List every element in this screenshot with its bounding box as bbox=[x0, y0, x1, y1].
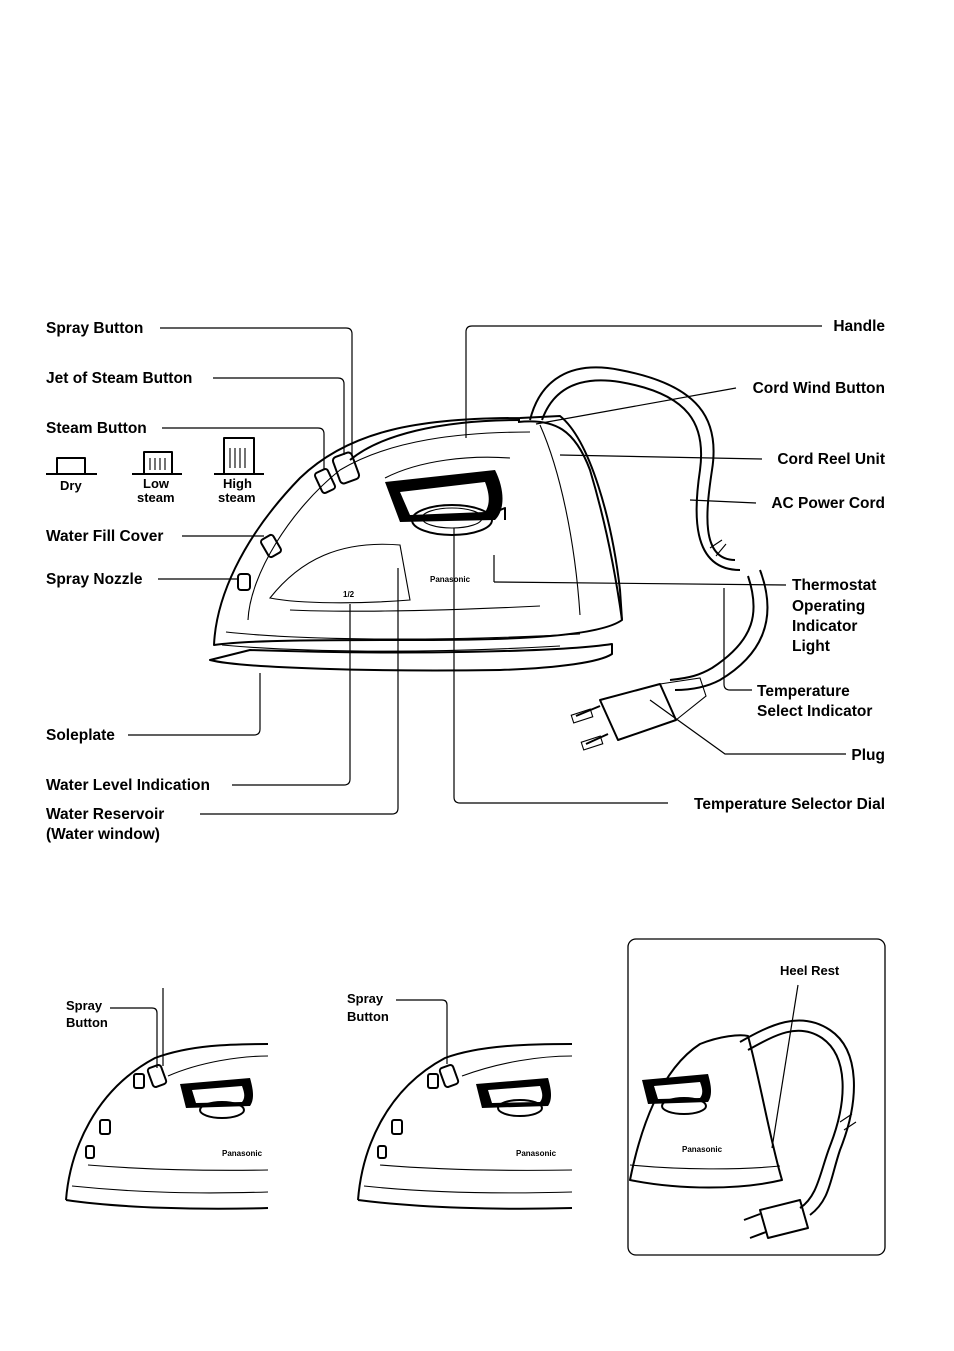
high-steam-label-1: High bbox=[223, 476, 252, 491]
variant-middle-spray-label-1: Spray bbox=[347, 991, 384, 1006]
steam-button-label: Steam Button bbox=[46, 420, 147, 437]
cord-reel-unit-label: Cord Reel Unit bbox=[777, 451, 885, 468]
steam-mode-icons bbox=[46, 437, 264, 475]
dry-label: Dry bbox=[60, 478, 82, 493]
ac-power-cord-label: AC Power Cord bbox=[771, 495, 885, 512]
temperature-select-indicator-label-2: Select Indicator bbox=[757, 703, 872, 720]
high-steam-icon bbox=[214, 437, 264, 475]
variant-left-spray-label-1: Spray bbox=[66, 998, 103, 1013]
dry-icon bbox=[46, 457, 97, 475]
water-fill-cover-label: Water Fill Cover bbox=[46, 528, 163, 545]
spray-button-label: Spray Button bbox=[46, 320, 143, 337]
variant-right-brand: Panasonic bbox=[682, 1145, 723, 1154]
variant-left-brand: Panasonic bbox=[222, 1149, 263, 1158]
thermostat-label-2: Operating bbox=[792, 598, 865, 615]
variant-right-iron bbox=[629, 984, 857, 1239]
heel-rest-panel bbox=[627, 938, 886, 1256]
heel-rest-label: Heel Rest bbox=[780, 963, 840, 978]
plug-label: Plug bbox=[851, 747, 885, 764]
water-reservoir-label: Water Reservoir bbox=[46, 806, 164, 823]
variant-left-iron bbox=[65, 988, 269, 1210]
thermostat-label-3: Indicator bbox=[792, 618, 857, 635]
low-steam-icon bbox=[132, 451, 182, 475]
svg-text:1/2: 1/2 bbox=[343, 590, 355, 599]
water-window-label: (Water window) bbox=[46, 826, 160, 843]
water-level-indication-label: Water Level Indication bbox=[46, 777, 210, 794]
temperature-selector-dial-label: Temperature Selector Dial bbox=[694, 796, 885, 813]
thermostat-label-1: Thermostat bbox=[792, 577, 876, 594]
temperature-select-indicator-label-1: Temperature bbox=[757, 683, 850, 700]
main-iron-illustration: 1/2 bbox=[209, 366, 769, 751]
handle-label: Handle bbox=[833, 318, 885, 335]
high-steam-label-2: steam bbox=[218, 490, 256, 505]
thermostat-label-4: Light bbox=[792, 638, 830, 655]
low-steam-label-1: Low bbox=[143, 476, 170, 491]
brand-text: Panasonic bbox=[430, 575, 471, 584]
jet-of-steam-button-label: Jet of Steam Button bbox=[46, 370, 192, 387]
low-steam-label-2: steam bbox=[137, 490, 175, 505]
variant-middle-iron bbox=[357, 999, 573, 1210]
spray-nozzle-label: Spray Nozzle bbox=[46, 571, 143, 588]
soleplate-label: Soleplate bbox=[46, 727, 115, 744]
variant-middle-spray-label-2: Button bbox=[347, 1009, 389, 1024]
variant-middle-brand: Panasonic bbox=[516, 1149, 557, 1158]
variant-left-spray-label-2: Button bbox=[66, 1015, 108, 1030]
cord-wind-button-label: Cord Wind Button bbox=[753, 380, 885, 397]
